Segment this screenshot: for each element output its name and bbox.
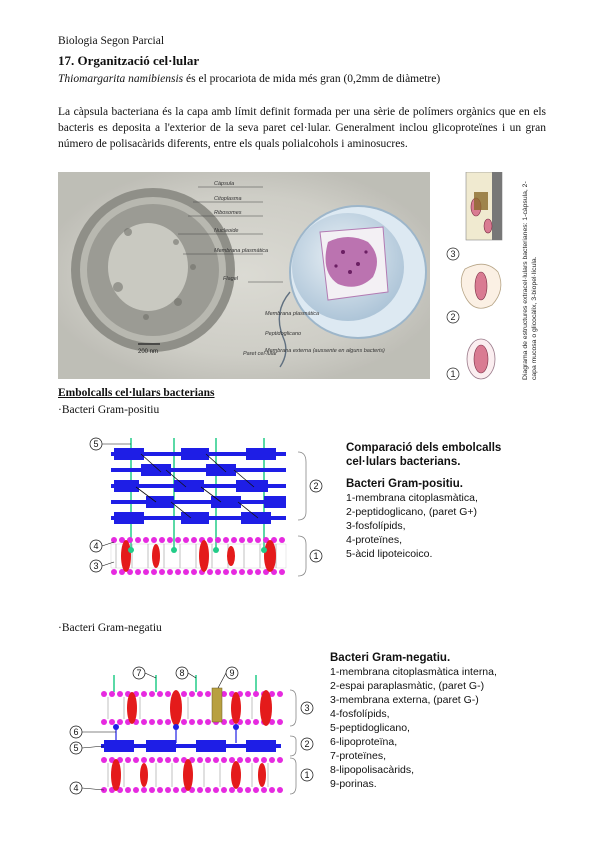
structure-number-2: 2 <box>450 312 455 322</box>
legend-item: 5-peptidoglicano, <box>330 722 410 734</box>
legend-item: 2-espai paraplasmàtic, (paret G-) <box>330 680 485 692</box>
scale-bar-label: 200 nm <box>138 349 158 355</box>
label-ribosomes: Ribosomes <box>214 210 242 216</box>
label-capsula: Càpsula <box>214 181 234 187</box>
neg-marker-1: 1 <box>304 770 309 780</box>
legend-item: 2-peptidoglicano, (paret G+) <box>346 506 478 518</box>
neg-marker-5: 5 <box>73 743 78 753</box>
section-heading-embolcalls: Embolcalls cel·lulars bacterians <box>58 387 215 399</box>
neg-marker-9: 9 <box>229 668 234 678</box>
legend-item: 3-membrana externa, (paret G-) <box>330 694 479 706</box>
label-membrana: Membrana plasmàtica <box>214 248 268 254</box>
legend-item: 8-lipopolisacàrids, <box>330 764 415 776</box>
neg-marker-6: 6 <box>73 727 78 737</box>
legend-subheading-positive: Bacteri Gram-positiu. <box>346 478 463 490</box>
bacterial-cell-figure: 200 nm Càpsula Citoplasma Ribosomes Nucl… <box>58 172 430 379</box>
legend-item: 3-fosfolípids, <box>346 520 406 532</box>
label-nucleoide: Nucleoide <box>214 228 238 234</box>
legend-item: 5-àcid lipoteicoico. <box>346 548 433 560</box>
neg-marker-7: 7 <box>136 668 141 678</box>
gram-negative-legend: Bacteri Gram-negatiu. 1-membrana citopla… <box>330 651 550 791</box>
gram-positive-label: ·Bacteri Gram-positiu <box>58 404 160 416</box>
legend-item: 4-fosfolípids, <box>330 708 390 720</box>
label-flagel: Flagel <box>223 276 239 282</box>
label-peptidoglicano: Peptidoglicano <box>265 331 301 337</box>
structure-number-3: 3 <box>450 249 455 259</box>
extracellular-caption: Diagrama de estructures extracel·lulars … <box>522 181 538 380</box>
species-name: Thiomargarita namibiensis <box>58 73 184 85</box>
page-header: Biologia Segon Parcial <box>58 35 165 47</box>
neg-marker-3: 3 <box>304 703 309 713</box>
gram-negative-diagram: 7 8 9 3 6 5 2 1 4 <box>66 660 326 810</box>
subtitle-rest: és el procariota de mida més gran (0,2mm… <box>183 73 441 85</box>
gram-positive-diagram: 5 2 4 3 1 <box>86 432 331 582</box>
structure-number-1: 1 <box>450 369 455 379</box>
legend-item: 1-membrana citoplasmàtica, <box>346 492 478 504</box>
marker-5: 5 <box>93 439 98 449</box>
label-paret: Paret cel·lular <box>243 351 278 357</box>
legend-heading: Comparació dels embolcalls cel·lulars ba… <box>346 442 502 468</box>
neg-marker-4: 4 <box>73 783 78 793</box>
gram-negative-label: ·Bacteri Gram-negatiu <box>58 622 162 634</box>
marker-4: 4 <box>93 541 98 551</box>
legend-item: 9-porinas. <box>330 778 377 790</box>
label-membrana-ext: Membrana externa (aussente en alguns bac… <box>265 348 385 354</box>
marker-1: 1 <box>313 551 318 561</box>
legend-item: 1-membrana citoplasmàtica interna, <box>330 666 497 678</box>
marker-3: 3 <box>93 561 98 571</box>
neg-marker-2: 2 <box>304 739 309 749</box>
legend-item: 7-proteïnes, <box>330 750 387 762</box>
marker-2: 2 <box>313 481 318 491</box>
neg-marker-8: 8 <box>179 668 184 678</box>
section-title: 17. Organització cel·lular <box>58 53 200 68</box>
legend-item: 6-lipoproteïna, <box>330 736 398 748</box>
gram-positive-legend: Comparació dels embolcalls cel·lulars ba… <box>346 441 546 561</box>
label-citoplasma: Citoplasma <box>214 196 242 202</box>
capsule-paragraph: La càpsula bacteriana és la capa amb lím… <box>58 106 546 150</box>
legend-subheading-negative: Bacteri Gram-negatiu. <box>330 652 451 664</box>
extracellular-structures-figure: 3 2 1 Diagrama de estructures extracel·l… <box>440 171 550 381</box>
legend-item: 4-proteïnes, <box>346 534 403 546</box>
label-membrana2: Membrana plasmàtica <box>265 311 319 317</box>
subtitle: Thiomargarita namibiensis és el procario… <box>58 73 440 85</box>
